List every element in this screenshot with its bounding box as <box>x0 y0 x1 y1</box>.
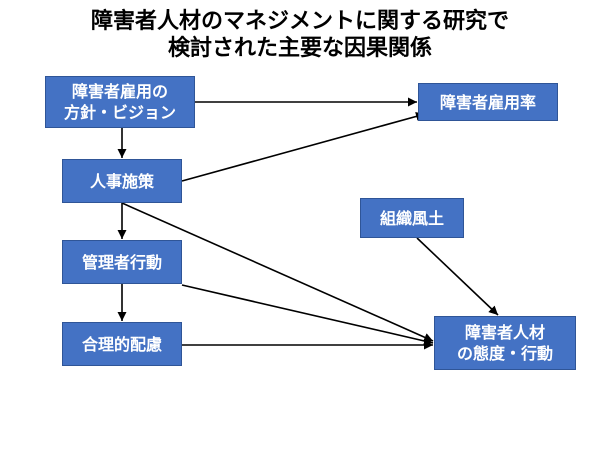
arrow-manager-to-attitude <box>181 284 434 346</box>
node-organizational-culture: 組織風土 <box>360 198 464 238</box>
diagram-title: 障害者人材のマネジメントに関する研究で 検討された主要な因果関係 <box>0 8 600 62</box>
title-line-2: 検討された主要な因果関係 <box>167 36 432 61</box>
node-attitude-behavior-line-2: の態度・行動 <box>456 344 553 363</box>
node-attitude-behavior: 障害者人材 の態度・行動 <box>434 316 576 370</box>
node-employment-rate: 障害者雇用率 <box>418 83 558 121</box>
node-reasonable-accommodation-label: 合理的配慮 <box>81 334 162 354</box>
node-reasonable-accommodation: 合理的配慮 <box>62 322 182 366</box>
arrow-hrm-to-employment-rate <box>181 112 426 182</box>
node-organizational-culture-label: 組織風土 <box>379 208 444 228</box>
node-employment-rate-label: 障害者雇用率 <box>439 92 536 112</box>
node-employment-policy-line-2: 方針・ビジョン <box>63 103 176 122</box>
node-employment-policy-line-1: 障害者雇用の <box>71 82 168 101</box>
node-manager-behavior: 管理者行動 <box>62 240 182 284</box>
node-hr-measures: 人事施策 <box>62 159 182 203</box>
title-line-1: 障害者人材のマネジメントに関する研究で <box>90 9 509 34</box>
node-attitude-behavior-line-1: 障害者人材 <box>464 323 545 342</box>
arrow-hrm-to-attitude <box>121 202 434 342</box>
node-employment-policy: 障害者雇用の 方針・ビジョン <box>45 76 195 128</box>
arrow-culture-to-attitude <box>416 237 499 316</box>
node-hr-measures-label: 人事施策 <box>89 171 154 191</box>
node-manager-behavior-label: 管理者行動 <box>81 252 162 272</box>
